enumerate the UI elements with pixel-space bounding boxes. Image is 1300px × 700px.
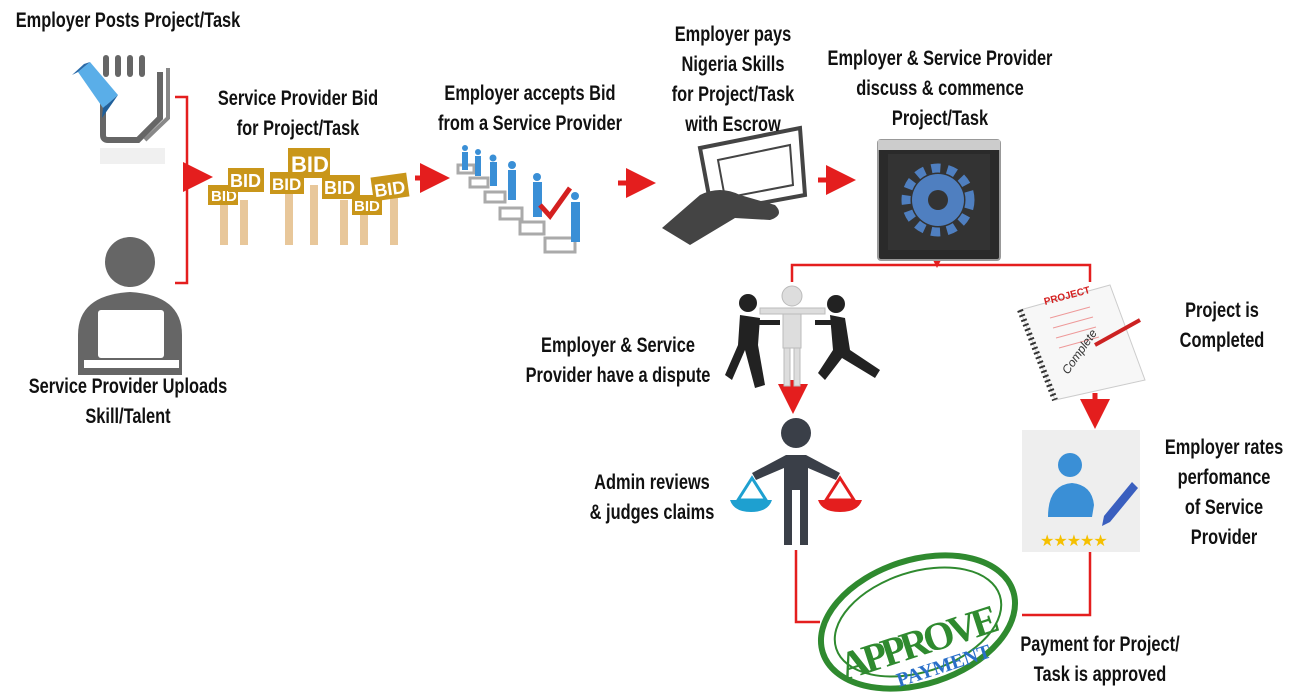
label-line: & judges claims: [589, 501, 715, 524]
label-line: Service Provider Uploads: [28, 375, 228, 398]
label-line: Employer Posts Project/Task: [15, 9, 241, 32]
svg-text:BID: BID: [230, 171, 261, 191]
label-line: with Escrow: [685, 113, 781, 136]
label-line: of Service: [1184, 496, 1264, 519]
gear-window-icon: [877, 139, 1001, 261]
notepad-pencil-icon: [72, 55, 170, 164]
label-line: Nigeria Skills: [681, 53, 785, 76]
label-line: for Project/Task: [671, 83, 795, 106]
svg-text:BID: BID: [373, 177, 406, 201]
scales-person-icon: [730, 418, 862, 545]
label-line: from a Service Provider: [438, 112, 622, 135]
label-line: Employer rates: [1164, 436, 1284, 459]
label-line: Provider: [1190, 526, 1258, 549]
label-line: perfomance: [1177, 466, 1271, 489]
svg-text:BID: BID: [211, 188, 237, 205]
people-checklist-icon: [456, 145, 580, 254]
label-line: Employer & Service: [541, 334, 695, 357]
label-line: discuss & commence: [856, 77, 1024, 100]
label-line: Admin reviews: [594, 471, 710, 494]
svg-text:BID: BID: [291, 152, 329, 177]
label-admin-review: Admin reviews & judges claims: [535, 468, 769, 528]
svg-text:BID: BID: [324, 178, 355, 198]
label-line: Payment for Project/: [1020, 633, 1180, 656]
label-post-project: Employer Posts Project/Task: [11, 6, 245, 36]
bid-signs-icon: BID BID BID BID BID BID BID: [208, 148, 410, 245]
label-line: Project is: [1185, 299, 1259, 322]
label-line: Skill/Talent: [85, 405, 171, 428]
label-line: Provider have a dispute: [525, 364, 711, 387]
person-laptop-icon: [78, 237, 182, 375]
rating-card-icon: ★★★★★: [1022, 430, 1140, 552]
hand-money-icon: [662, 125, 808, 245]
svg-text:BID: BID: [354, 198, 380, 215]
label-payment-approved: Payment for Project/Task is approved: [983, 630, 1217, 690]
label-line: Completed: [1179, 329, 1265, 352]
connector-rate-payment: [1022, 552, 1092, 617]
label-completed: Project is Completed: [1105, 296, 1300, 356]
svg-text:★★★★★: ★★★★★: [1040, 533, 1107, 550]
label-line: for Project/Task: [236, 117, 360, 140]
connector-split: [790, 263, 1092, 282]
label-accept-bid: Employer accepts Bid from a Service Provi…: [413, 79, 647, 139]
label-line: Task is approved: [1033, 663, 1167, 686]
dispute-figures-icon: [725, 285, 880, 388]
label-commence: Employer & Service Provider discuss & com…: [823, 44, 1057, 134]
label-line: Employer & Service Provider: [827, 47, 1053, 70]
label-bid: Service Provider Bid for Project/Task: [181, 84, 415, 144]
project-notebook-icon: PROJECT Complete: [1017, 284, 1146, 402]
label-line: Employer accepts Bid: [444, 82, 616, 105]
svg-text:BID: BID: [272, 175, 301, 194]
connector-admin-payment: [794, 550, 820, 624]
label-line: Employer pays: [674, 23, 792, 46]
label-line: Project/Task: [891, 107, 989, 130]
label-line: Service Provider Bid: [217, 87, 379, 110]
